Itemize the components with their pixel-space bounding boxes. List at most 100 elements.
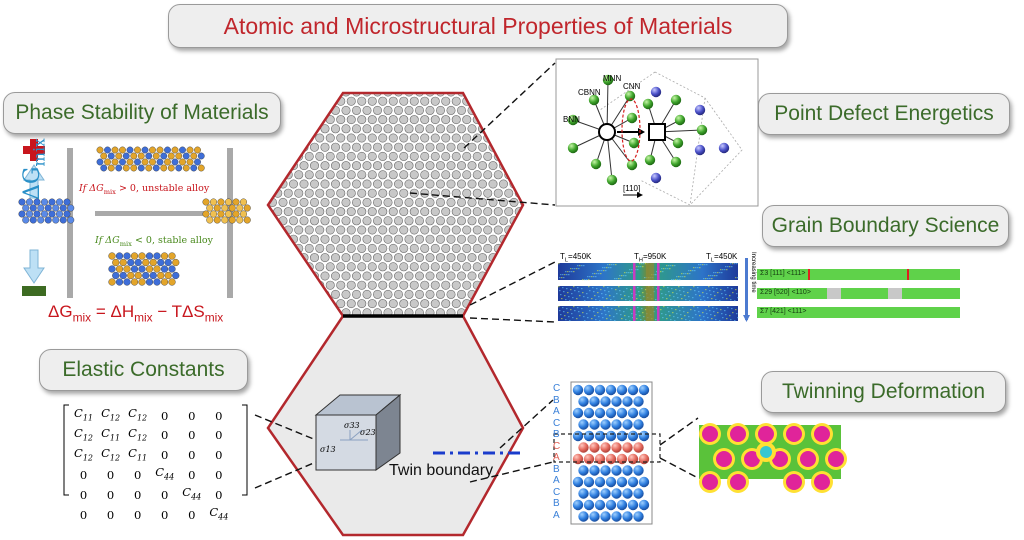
atom [156,158,164,166]
gb-label-0: Σ3 [111] <111> [760,270,806,277]
twin-blue-atom [572,384,584,396]
blue-crystal-atoms [18,198,75,224]
heat-spot [772,451,788,467]
matrix-cell: C12 [128,425,148,443]
twin-blue-atom [633,511,644,522]
atom [119,271,127,280]
tlr-t: T [706,252,711,261]
atom [160,265,169,273]
atom [115,265,124,273]
twin-blue-atom [578,488,589,499]
gb-mark [646,286,654,301]
heat-spot [828,451,844,467]
atom [160,152,168,160]
atom [130,152,138,160]
atom [44,204,52,212]
violet-atom [694,104,706,116]
matrix-cell: 0 [188,507,196,522]
atom [100,152,108,160]
atom [186,146,194,154]
twin-boundary-label: Twin boundary [389,462,494,479]
atom [130,278,139,286]
atom [217,198,225,206]
twin-blue-atom [578,396,589,407]
twin-blue-atom [589,511,600,522]
stacking-letter: C [553,440,561,452]
atom [127,258,135,267]
matrix-cell: 0 [161,507,169,522]
atom [142,258,150,267]
atom [115,164,123,172]
atom [29,204,37,212]
matrix-cell: C12 [101,445,121,462]
atom [48,210,56,218]
gb-mark [657,306,660,321]
green-atom [672,137,684,149]
twin-blue-atom [638,499,650,511]
atom [243,204,251,212]
atom [48,198,56,206]
twinning-heatmap [699,423,847,493]
heat-spot [814,426,830,442]
matrix-cell: 0 [215,448,223,463]
atom [171,158,179,166]
matrix-cell: 0 [133,487,142,502]
atom [194,158,201,166]
atom [145,164,153,172]
unstable-sub: mix [103,187,116,196]
twin-blue-atom [578,511,589,522]
stacking-letter: B [553,394,560,406]
atom [172,271,180,280]
twin-red-atom [589,442,600,453]
matrix-cell: C12 [128,406,148,423]
atom [149,158,156,166]
gold-crystal-atoms [202,198,251,224]
tll-sub: L [564,257,569,264]
grain-boundary-title: Grain Boundary Science [771,214,1000,237]
heat-spot [702,474,718,490]
stacking-letter: A [553,509,560,521]
green-atom [696,124,708,136]
atom [123,265,131,273]
twin-blue-atom [638,476,650,488]
matrix-cell: C44 [209,504,229,522]
target-site [648,123,666,141]
atom [217,210,225,218]
twin-blue-atom [611,488,622,499]
twin-blue-atom [589,465,600,476]
atom [112,271,120,280]
heat-spot [800,451,816,467]
twin-blue-atom [633,488,644,499]
twin-blue-atom [589,396,600,407]
twin-red-atom [583,453,595,465]
matrix-cell: C12 [74,445,94,462]
label-direction: [110] [623,184,641,193]
atom [142,271,150,280]
green-atom [642,98,654,110]
stress-cube [314,393,402,471]
tlr-sub: L [710,257,715,264]
atom [171,146,179,154]
matrix-cell: C11 [128,445,148,462]
atom [104,158,111,166]
label-cnn: CNN [623,82,641,91]
atom [145,252,154,260]
atom [197,164,205,172]
unstable-prefix: If ΔG [79,183,104,194]
twin-blue-atom [611,511,622,522]
atom [179,158,186,166]
atom [149,258,157,267]
atom [168,252,176,260]
twin-blue-atom [600,396,611,407]
atom [29,216,37,224]
dg-sub: mix [30,138,49,167]
temp-low-right: TL=450K [706,252,737,264]
twin-red-atom [622,442,633,453]
grain-boundary-strips [558,258,960,322]
twin-blue-atom [589,419,600,430]
stable-suffix: < 0, stable alloy [131,235,213,246]
twin-blue-atom [627,430,639,442]
atom [67,216,75,224]
atom [164,146,171,154]
twinning-box: Twinning Deformation [761,371,1006,413]
